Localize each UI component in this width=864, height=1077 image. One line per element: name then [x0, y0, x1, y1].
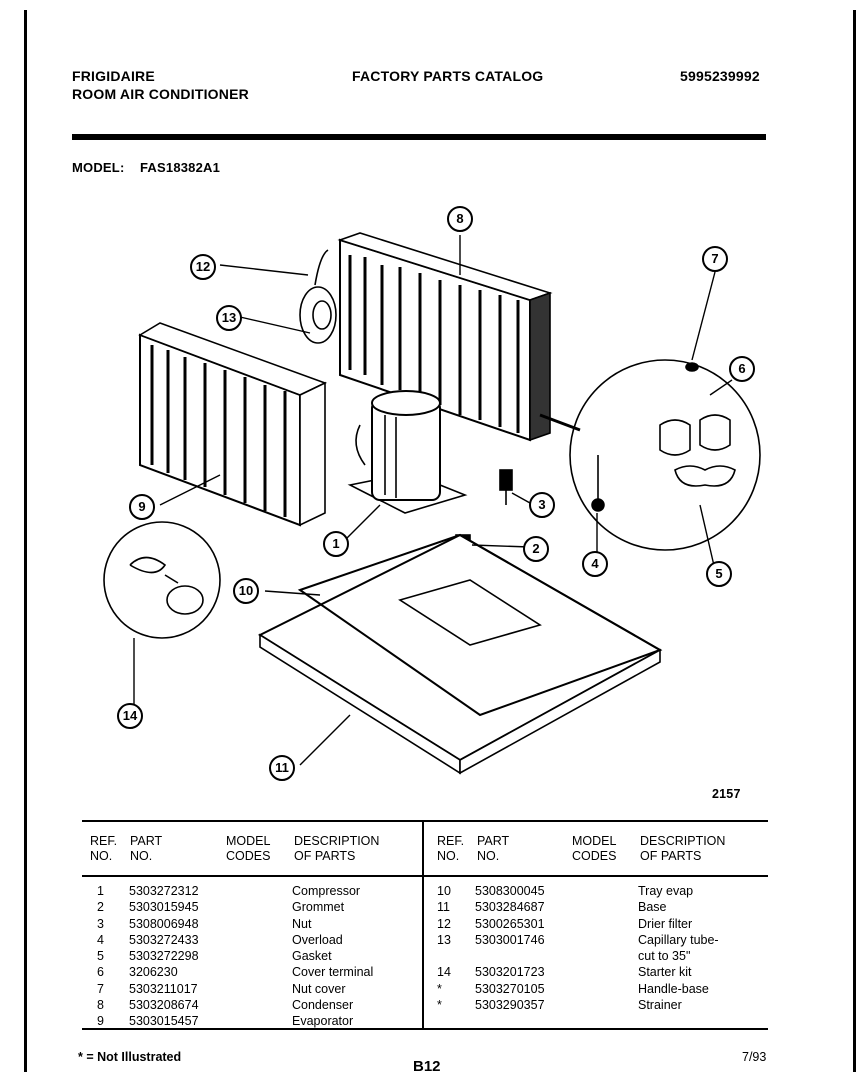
evaporator-illustration — [138, 322, 328, 527]
right-row-part: 5303001746 — [475, 932, 545, 947]
header-ref-right: REF.NO. — [437, 834, 465, 863]
right-row-ref: * — [437, 981, 442, 996]
table-top-rule — [82, 820, 768, 822]
left-row-desc: Evaporator — [292, 1014, 354, 1029]
figure-number: 2157 — [712, 787, 741, 801]
left-row-desc: Grommet — [292, 900, 345, 915]
left-row-ref: 7 — [97, 981, 104, 996]
model-value: FAS18382A1 — [140, 160, 221, 175]
left-row-desc: Condenser — [292, 998, 354, 1013]
right-row-desc: Handle-base — [638, 981, 709, 996]
left-row-ref: 8 — [97, 998, 104, 1013]
footnote: * = Not Illustrated — [78, 1050, 182, 1064]
right-row-ref: 14 — [437, 965, 451, 980]
condenser-illustration — [337, 232, 553, 442]
header-rule — [72, 134, 766, 140]
right-row-desc: Base — [638, 900, 667, 915]
left-row-part: 5303272298 — [129, 949, 199, 964]
left-row-part: 5308006948 — [129, 916, 199, 931]
catalog-number: 5995239992 — [680, 68, 760, 84]
left-row-desc: Compressor — [292, 884, 361, 898]
right-row-part: 5308300045 — [475, 884, 545, 898]
right-row-ref: 12 — [437, 916, 451, 931]
left-row-ref: 4 — [97, 932, 104, 947]
left-row-desc: Nut — [292, 916, 312, 931]
left-row-part: 5303015457 — [129, 1014, 199, 1029]
left-row-desc: Cover terminal — [292, 965, 374, 980]
right-row-part: 5303284687 — [475, 900, 545, 915]
model-label: MODEL: — [72, 160, 125, 175]
left-row-ref: 1 — [97, 884, 104, 898]
right-row-desc: Tray evap — [638, 884, 694, 898]
right-row-part: 5303290357 — [475, 998, 545, 1013]
page-number: B12 — [413, 1058, 441, 1075]
left-row-desc: Gasket — [292, 949, 332, 964]
left-row-ref: 2 — [97, 900, 104, 915]
catalog-title: FACTORY PARTS CATALOG — [352, 68, 544, 84]
left-row-ref: 6 — [97, 965, 104, 980]
right-row-ref: 11 — [437, 900, 450, 915]
right-row-ref — [437, 948, 451, 964]
right-row-desc: cut to 35" — [638, 949, 691, 964]
right-row-desc: Drier filter — [638, 916, 693, 931]
product-name: ROOM AIR CONDITIONER — [72, 86, 249, 102]
right-row-part: 5303201723 — [475, 965, 545, 980]
table-header-rule — [82, 875, 768, 877]
right-row-ref: 10 — [437, 884, 451, 898]
brand-name: FRIGIDAIRE — [72, 68, 155, 84]
left-row-part: 5303211017 — [129, 981, 198, 996]
left-row-ref: 5 — [97, 949, 104, 964]
base-tray-illustration — [257, 533, 663, 775]
right-row-desc: Strainer — [638, 998, 682, 1013]
left-row-desc: Nut cover — [292, 981, 346, 996]
right-row-part: 5300265301 — [475, 916, 545, 931]
table-bottom-rule — [82, 1028, 768, 1030]
left-row-part: 5303272312 — [129, 884, 199, 898]
right-row-ref: 13 — [437, 932, 451, 947]
revision-date: 7/93 — [742, 1050, 767, 1064]
left-row-part: 5303272433 — [129, 932, 199, 947]
right-row-part — [475, 948, 545, 964]
left-row-ref: 3 — [97, 916, 104, 931]
exploded-parts-diagram — [103, 232, 761, 775]
header-ref-left: REF.NO. — [90, 834, 118, 863]
right-row-desc: Starter kit — [638, 965, 692, 980]
right-row-ref: * — [437, 998, 442, 1013]
left-row-desc: Overload — [292, 932, 343, 947]
left-row-part: 3206230 — [129, 965, 178, 980]
right-row-desc: Capillary tube- — [638, 932, 719, 947]
right-row-part: 5303270105 — [475, 981, 545, 996]
left-row-ref: 9 — [97, 1014, 104, 1029]
left-row-part: 5303208674 — [129, 998, 199, 1013]
page-frame — [24, 10, 856, 1072]
left-row-part: 5303015945 — [129, 900, 199, 915]
table-divider — [422, 820, 424, 1030]
compressor-illustration — [347, 390, 468, 514]
